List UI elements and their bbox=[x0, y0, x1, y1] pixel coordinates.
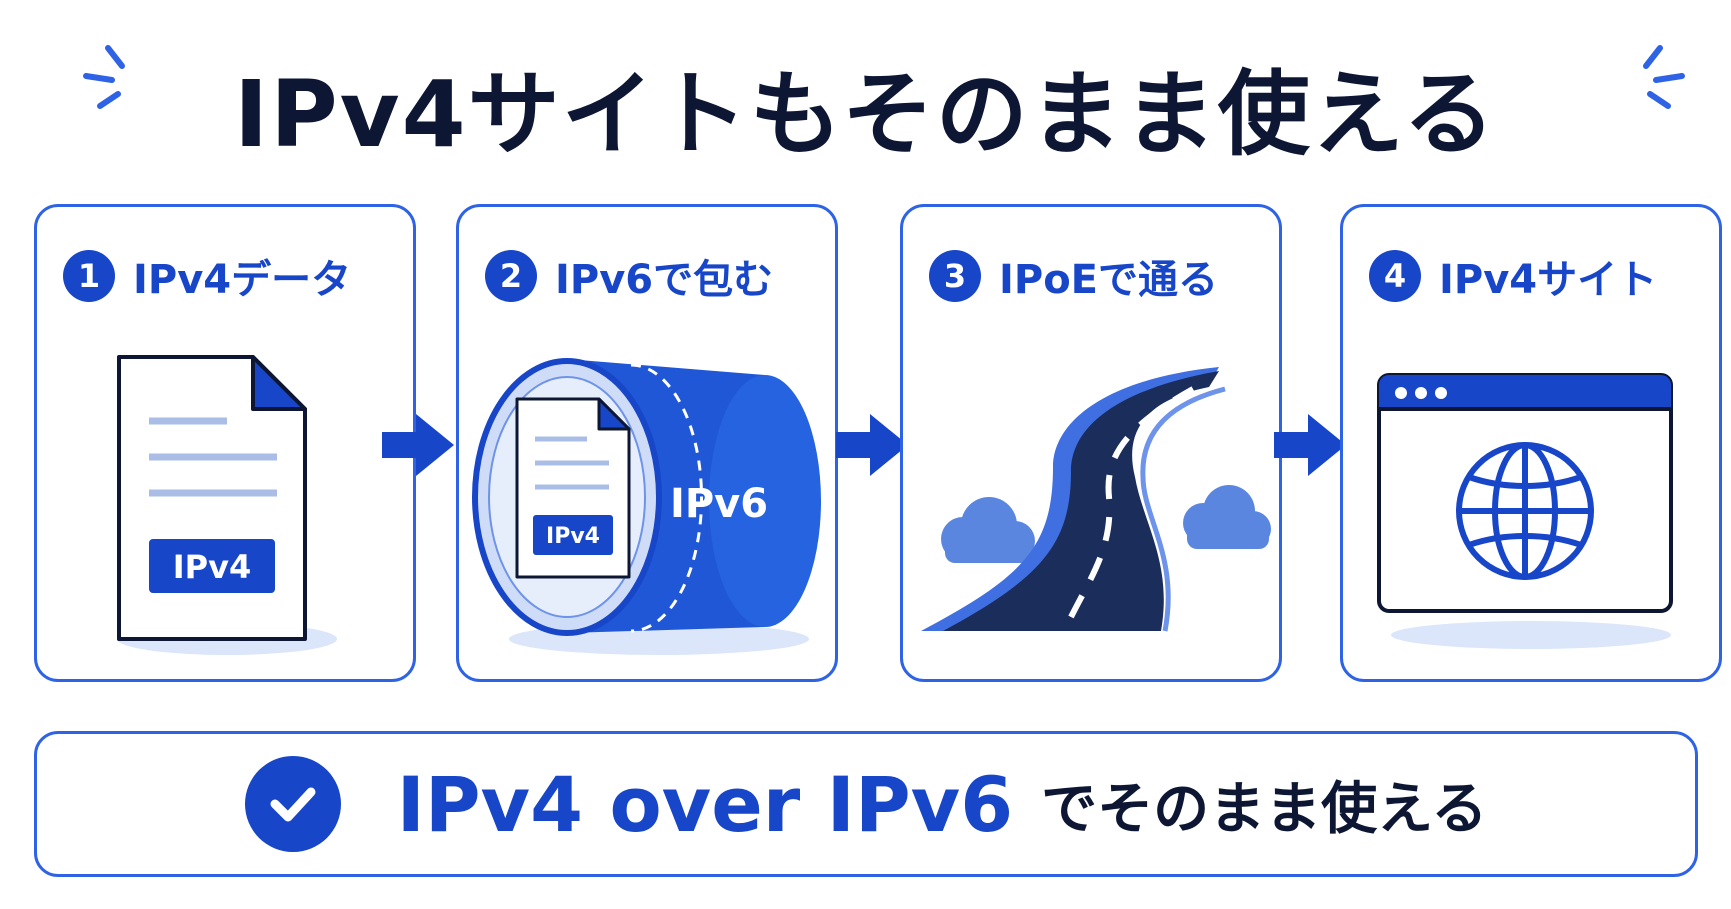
step-3-header: 3 IPoEで通る bbox=[929, 247, 1218, 305]
browser-globe-icon bbox=[1377, 373, 1673, 649]
step-2-header: 2 IPv6で包む bbox=[485, 247, 773, 305]
arrow-right-icon bbox=[836, 414, 908, 476]
step-3-card: 3 IPoEで通る bbox=[900, 204, 1282, 682]
step-2-card: 2 IPv6で包む IPv4 IPv6 bbox=[456, 204, 838, 682]
step-4-number: 4 bbox=[1369, 250, 1421, 302]
banner-strong-text: IPv4 over IPv6 bbox=[396, 759, 1014, 849]
step-4-header: 4 IPv4サイト bbox=[1369, 247, 1657, 305]
step-2-label: IPv6で包む bbox=[555, 257, 774, 303]
tunnel-icon: IPv4 IPv6 bbox=[472, 358, 821, 655]
step-1-number: 1 bbox=[63, 250, 115, 302]
bush-right-icon bbox=[1183, 485, 1271, 549]
step-2-tunnel-tag: IPv6 bbox=[670, 481, 768, 527]
summary-banner: IPv4 over IPv6 でそのまま使える bbox=[34, 731, 1698, 877]
check-icon bbox=[244, 756, 341, 852]
step-1-label: IPv4データ bbox=[133, 257, 352, 303]
road-icon bbox=[921, 367, 1271, 632]
step-2-doc-tag: IPv4 bbox=[546, 524, 600, 549]
arrow-right-icon bbox=[1274, 414, 1346, 476]
right-burst-icon bbox=[1643, 45, 1685, 109]
left-burst-icon bbox=[83, 45, 125, 109]
arrow-right-icon bbox=[382, 414, 454, 476]
bush-left-icon bbox=[941, 497, 1035, 563]
document-icon: IPv4 bbox=[117, 355, 337, 655]
step-4-card: 4 IPv4サイト bbox=[1340, 204, 1722, 682]
page-title: IPv4サイトもそのまま使える bbox=[233, 61, 1498, 168]
globe-icon bbox=[1456, 442, 1594, 580]
step-2-number: 2 bbox=[485, 250, 537, 302]
step-1-header: 1 IPv4データ bbox=[63, 247, 351, 305]
step-3-number: 3 bbox=[929, 250, 981, 302]
banner-rest-text: でそのまま使える bbox=[1041, 776, 1488, 842]
step-4-label: IPv4サイト bbox=[1439, 257, 1658, 303]
step-3-label: IPoEで通る bbox=[999, 257, 1219, 303]
step-1-card: 1 IPv4データ IPv4 bbox=[34, 204, 416, 682]
step-1-doc-tag: IPv4 bbox=[173, 548, 251, 586]
